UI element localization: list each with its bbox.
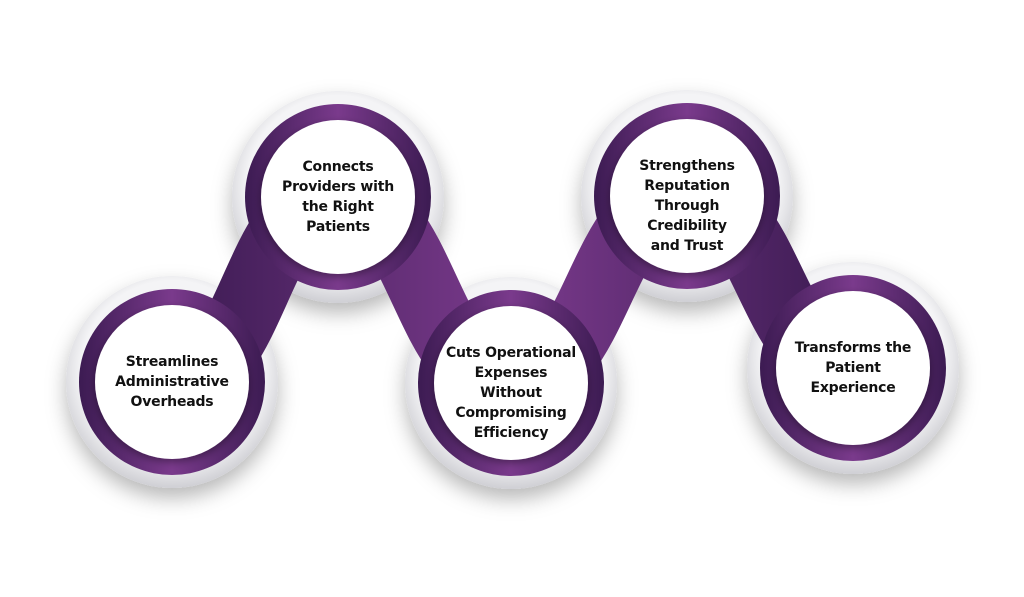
inner-circle-transforms <box>776 291 930 445</box>
node-label-line: Providers with <box>282 179 394 195</box>
node-label-line: Streamlines <box>125 354 219 370</box>
node-label-line: Overheads <box>130 394 214 410</box>
node-label-line: Efficiency <box>473 425 549 441</box>
node-label-line: Transforms the <box>794 340 912 356</box>
inner-circle-streamlines <box>95 305 249 459</box>
node-label-line: Expenses Without <box>474 365 548 401</box>
node-label-line: Patient <box>825 360 881 376</box>
node-label-line: Experience <box>810 380 896 396</box>
node-label-line: Reputation <box>644 178 730 194</box>
inner-circle-connects <box>261 120 415 274</box>
node-label-line: Compromising <box>455 405 567 421</box>
node-label-line: Administrative <box>115 374 229 390</box>
node-label-line: Strengthens <box>639 158 735 174</box>
node-label-line: Connects <box>302 159 374 175</box>
node-label-line: the Right <box>302 199 374 215</box>
inner-circle-cuts <box>434 306 588 460</box>
node-label-line: Patients <box>306 219 370 235</box>
node-label-line: and Trust <box>650 238 724 254</box>
inner-circles <box>95 119 930 460</box>
node-label-line: Through Credibility <box>647 198 727 234</box>
inner-circle-strengthens <box>610 119 764 273</box>
node-label-line: Cuts Operational <box>445 345 577 361</box>
